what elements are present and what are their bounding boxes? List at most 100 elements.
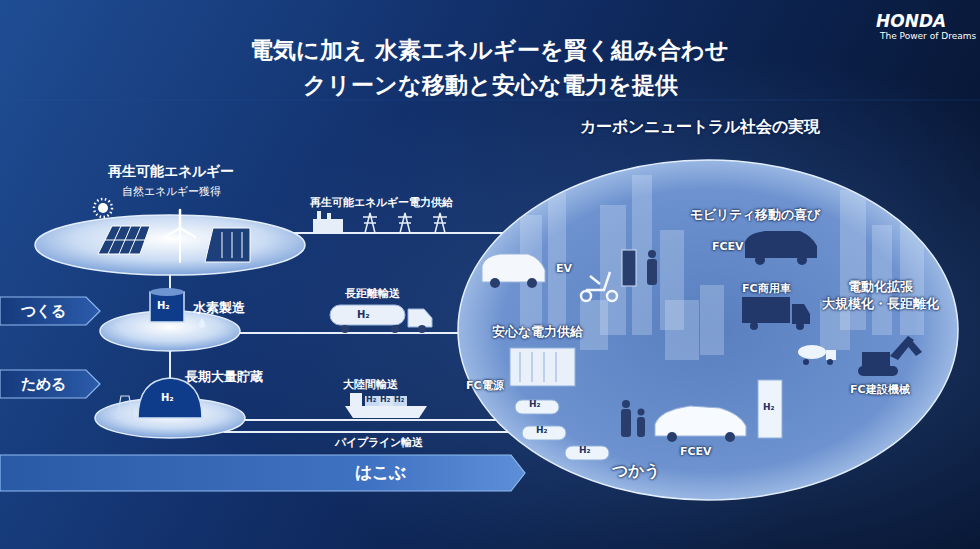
city-skyline-part (548, 190, 566, 330)
factory (313, 211, 343, 233)
node-heading: FCEV (680, 445, 712, 459)
mixer-truck-part (798, 345, 826, 359)
mixer-truck-part (803, 359, 809, 365)
hydrogen-plant (150, 288, 205, 328)
scooter (581, 272, 617, 301)
fcev-suv-part (745, 231, 817, 258)
ellipse-shape (35, 215, 305, 275)
ellipse-platform: 再生可能エネルギー自然エネルギー獲得 (30, 163, 310, 278)
hydrogen-cylinders (515, 400, 609, 460)
wind-turbine (165, 210, 195, 262)
scooter-part (607, 291, 617, 301)
node-heading: 再生可能エネルギー (108, 163, 234, 181)
fc-truck-part (742, 297, 790, 323)
fcev-suv-part (797, 255, 807, 265)
tanker-truck (330, 305, 432, 333)
excavator-part (858, 366, 898, 376)
solar-panel-part (105, 240, 145, 241)
ev-car (482, 254, 545, 288)
excavator (858, 336, 922, 376)
node-heading: 長期大量貯蔵 (185, 369, 263, 385)
scooter-part (586, 272, 610, 290)
hydrogen-cylinders-part (565, 446, 609, 460)
node-outline (30, 163, 310, 278)
city-skyline-part (700, 285, 724, 355)
mixer-truck-part (827, 359, 833, 365)
node-heading: つくる (21, 302, 66, 321)
ellipse-shape (458, 160, 958, 500)
sun-part (94, 199, 112, 217)
h2-marking: H₂ (157, 299, 170, 312)
callout-text: 電動化拡張 大規模化・長距離化 (818, 279, 943, 313)
callout-text: FCEV (712, 240, 744, 254)
fc-power-unit-part (544, 352, 545, 382)
family-part (622, 400, 630, 408)
ev-car-part (527, 278, 537, 288)
family-part (638, 409, 645, 416)
brand-mark: HONDA (876, 10, 946, 32)
ev-car-part (482, 254, 545, 282)
node-heading: ためる (21, 375, 66, 394)
h2-marking: H₂ (366, 395, 376, 405)
arrow-band-shape (0, 455, 525, 491)
dam-part (242, 232, 243, 258)
power-pylons-part (363, 213, 377, 233)
cargo-ship-part (350, 393, 362, 406)
mixer-truck (798, 345, 836, 365)
h2-marking: H₂ (536, 425, 547, 437)
fcev-suv (745, 231, 817, 265)
diagram-title: 電気に加え 水素エネルギーを賢く組み合わせ クリーンな移動と安心な電力を提供 (245, 33, 735, 102)
arrow-band-shape (0, 297, 100, 325)
excavator-part (906, 336, 922, 356)
mixer-truck-part (826, 350, 836, 360)
solar-panel-part (98, 226, 150, 254)
transport-line (245, 419, 496, 421)
tanker-truck-part (408, 309, 432, 327)
hydrogen-plant-part (199, 318, 205, 328)
wind-turbine-part (179, 228, 181, 262)
h2-marking: H₂ (763, 402, 774, 414)
h2-marking: H₂ (380, 395, 390, 405)
family-part (637, 417, 645, 437)
callout-text: 安心な電力供給 (492, 324, 583, 341)
node-heading: 水素製造 (193, 300, 245, 316)
fc-power-unit-part (510, 348, 575, 386)
fc-power-unit (510, 348, 575, 386)
edge-label: 大陸間輸送 (343, 378, 398, 392)
charger-and-person (622, 250, 657, 286)
stage-arrow-band: つくる (0, 297, 100, 325)
dam-part (205, 228, 250, 262)
cargo-ship (345, 393, 427, 418)
tanker-truck-part (418, 325, 426, 333)
power-pylons-part (433, 213, 447, 233)
brand-mark: The Power of Dreams (880, 31, 976, 43)
hydrogen-station-part (758, 380, 782, 438)
charger-and-person-part (647, 259, 657, 285)
node-outline (0, 455, 525, 491)
city-skyline-part (900, 205, 924, 335)
callout-text: FC商用車 (742, 282, 791, 296)
charger-and-person-part (622, 250, 636, 286)
hydrogen-station (758, 380, 782, 438)
dam-part (232, 232, 233, 258)
stage-arrow-band: はこぶ (0, 455, 525, 491)
fc-power-unit-part (532, 352, 533, 382)
edge-label: 再生可能エネルギー電力供給 (310, 196, 453, 210)
callout-text: モビリティ移動の喜び (690, 207, 820, 224)
hydrogen-cylinders-part (515, 400, 559, 414)
factory-part (317, 211, 321, 219)
wind-turbine-part (165, 228, 180, 237)
fc-truck (742, 297, 810, 330)
city-skyline-part (580, 300, 608, 350)
hydrogen-plant-part (150, 292, 184, 322)
cargo-ship-part (365, 396, 379, 406)
stage-arrow-band: ためる (0, 370, 100, 398)
fcev-sedan (655, 406, 746, 442)
tanker-truck-part (341, 325, 349, 333)
factory-part (327, 213, 331, 219)
fc-power-unit-part (520, 352, 521, 382)
fcev-sedan-part (655, 406, 746, 436)
h2-marking: H₂ (529, 399, 540, 411)
